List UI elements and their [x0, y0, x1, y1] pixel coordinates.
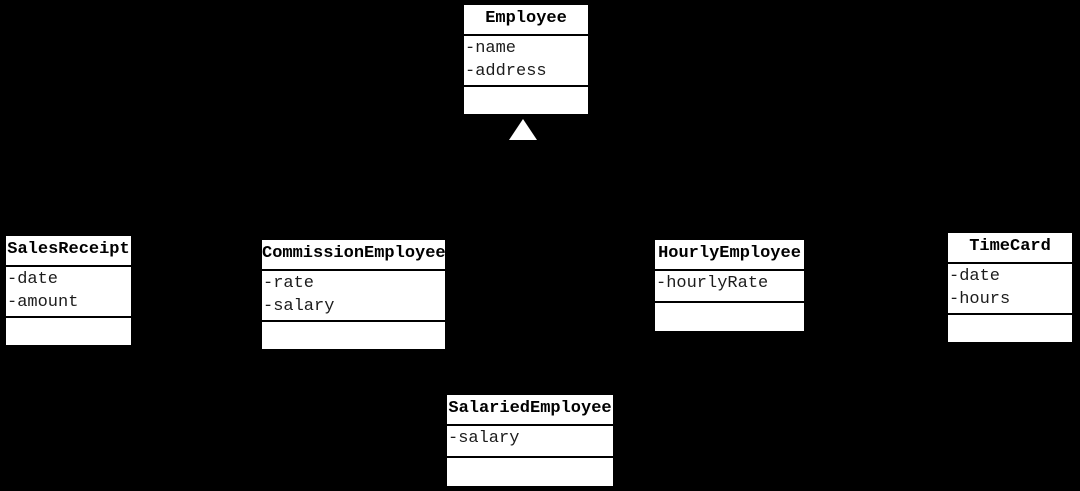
class-attributes: -hourlyRate — [655, 269, 804, 301]
class-title: TimeCard — [969, 237, 1051, 256]
class-attribute: -rate — [263, 274, 315, 293]
class-methods-empty — [447, 456, 613, 486]
class-box-salariedemployee: SalariedEmployee -salary — [445, 393, 615, 488]
class-title: CommissionEmployee — [262, 244, 445, 263]
class-attributes: -rate -salary — [262, 269, 445, 320]
class-methods-empty — [6, 316, 131, 345]
class-attribute: -salary — [448, 429, 520, 448]
class-title: Employee — [485, 9, 567, 28]
class-box-employee: Employee -name -address — [462, 3, 590, 116]
class-methods-empty — [655, 301, 804, 331]
class-methods-empty — [948, 313, 1072, 342]
class-attribute: -hourlyRate — [656, 274, 769, 293]
class-box-commissionemployee: CommissionEmployee -rate -salary — [260, 238, 447, 351]
class-attributes: -salary — [447, 424, 613, 456]
class-box-hourlyemployee: HourlyEmployee -hourlyRate — [653, 238, 806, 333]
hollow-triangle-up-icon — [509, 119, 537, 140]
class-attribute: -amount — [7, 293, 79, 312]
class-attribute: -name — [465, 39, 517, 58]
class-methods-empty — [262, 320, 445, 349]
class-attribute: -date — [7, 270, 59, 289]
class-title: HourlyEmployee — [658, 244, 801, 263]
class-attribute: -hours — [949, 290, 1011, 309]
class-methods-empty — [464, 85, 588, 114]
class-attributes: -date -amount — [6, 265, 131, 316]
class-attribute: -address — [465, 62, 547, 81]
class-attributes: -name -address — [464, 34, 588, 85]
class-box-salesreceipt: SalesReceipt -date -amount — [4, 234, 133, 347]
class-attribute: -date — [949, 267, 1001, 286]
class-title: SalariedEmployee — [448, 399, 612, 418]
class-attributes: -date -hours — [948, 262, 1072, 313]
class-title: SalesReceipt — [7, 240, 130, 259]
class-box-timecard: TimeCard -date -hours — [946, 231, 1074, 344]
class-attribute: -salary — [263, 297, 335, 316]
